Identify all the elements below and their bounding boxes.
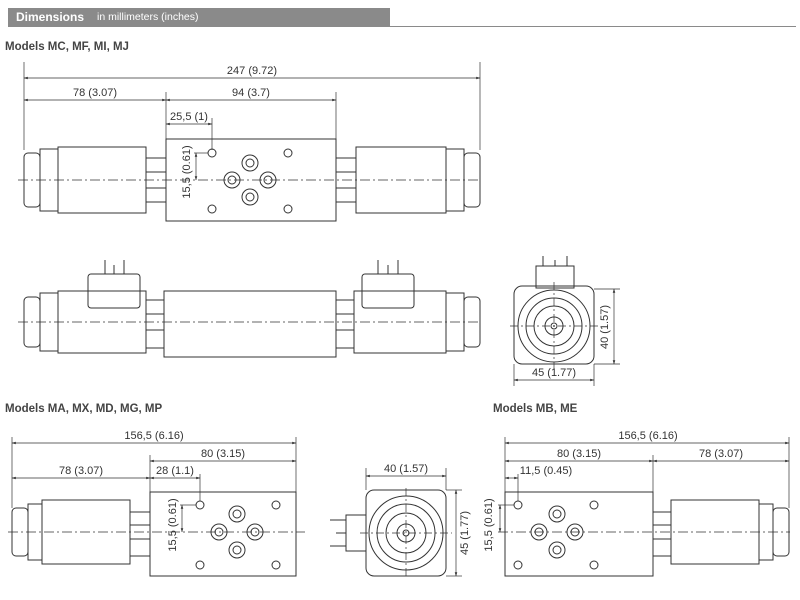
- dim-bl-port-vertical: 15,5 (0.61): [167, 498, 179, 551]
- dim-top-port-offset: 25,5 (1): [170, 111, 208, 123]
- dim-top-left-coil: 78 (3.07): [73, 87, 117, 99]
- header-rule: [8, 26, 796, 27]
- dim-bl-body: 80 (3.15): [201, 448, 245, 460]
- section-label-bottom-right: Models MB, ME: [493, 403, 578, 415]
- section-label-top: Models MC, MF, MI, MJ: [5, 41, 129, 53]
- bottom-middle-end-view: [330, 488, 452, 578]
- dim-side-height: 40 (1.57): [599, 305, 611, 349]
- side-dimension-lines: [513, 288, 620, 386]
- dim-top-body: 94 (3.7): [232, 87, 270, 99]
- dim-br-coil: 78 (3.07): [699, 448, 743, 460]
- side-end-view: [510, 256, 600, 370]
- section-label-bottom-left: Models MA, MX, MD, MG, MP: [5, 403, 163, 415]
- dim-top-total: 247 (9.72): [227, 65, 277, 77]
- dim-br-total: 156,5 (6.16): [618, 430, 677, 442]
- front-elevation-view: [18, 260, 481, 358]
- dim-side-width: 45 (1.77): [532, 367, 576, 379]
- bottom-middle-dimension-lines: [365, 468, 462, 577]
- dim-br-port-offset: 11,5 (0.45): [520, 465, 572, 477]
- header-subtitle: in millimeters (inches): [97, 11, 199, 23]
- top-plan-view: [18, 138, 481, 222]
- bottom-left-view: [8, 491, 305, 577]
- dim-bm-width: 40 (1.57): [384, 463, 428, 475]
- dim-bl-coil: 78 (3.07): [59, 465, 103, 477]
- dim-bl-port-offset: 28 (1.1): [156, 465, 194, 477]
- dim-br-body: 80 (3.15): [557, 448, 601, 460]
- bottom-right-view: [498, 491, 790, 577]
- dim-top-port-vertical: 15,5 (0.61): [181, 145, 193, 198]
- top-dimension-lines: [23, 62, 481, 181]
- dim-bl-total: 156,5 (6.16): [124, 430, 183, 442]
- bottom-left-dimension-lines: [11, 437, 297, 533]
- header-title: Dimensions: [16, 10, 85, 24]
- bottom-right-dimension-lines: [498, 437, 790, 533]
- header-bar: [8, 8, 390, 27]
- dim-br-port-vertical: 15,5 (0.61): [483, 498, 495, 551]
- dim-bm-height: 45 (1.77): [459, 511, 471, 555]
